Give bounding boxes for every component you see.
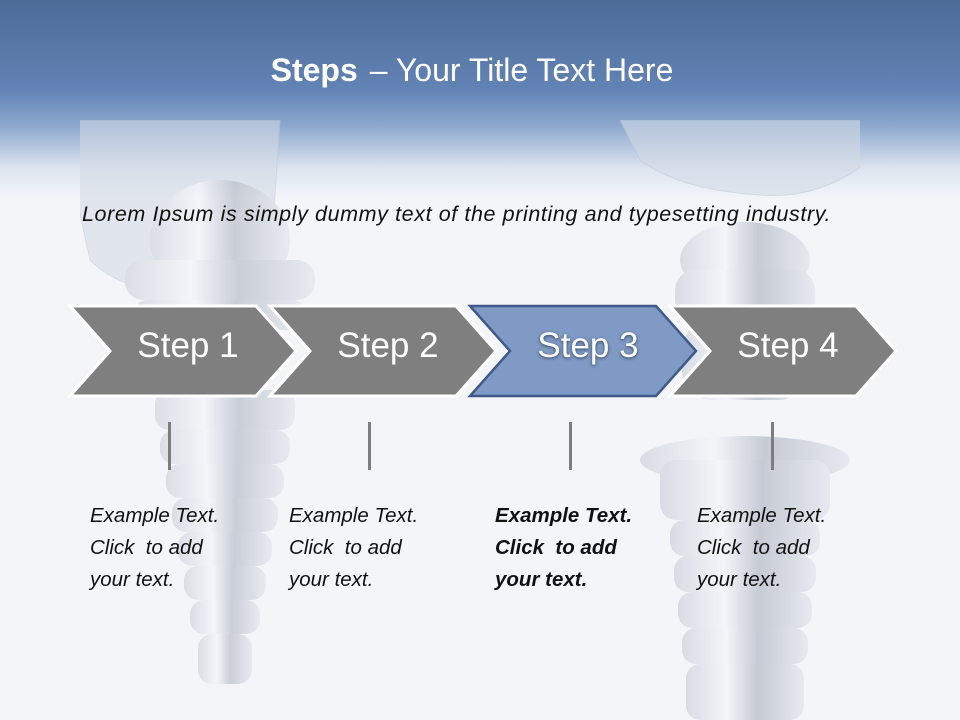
chevron-step-2[interactable] [266, 304, 499, 398]
step-2-line-3: your text. [289, 568, 374, 591]
step-4-line-1: Example Text. [697, 504, 827, 527]
step-3-connector [569, 422, 572, 470]
intro-text[interactable]: Lorem Ipsum is simply dummy text of the … [82, 202, 832, 226]
step-3-line-3: your text. [495, 568, 588, 591]
step-1-text[interactable]: Example Text. Click to add your text. [90, 500, 260, 596]
chevron-step-1[interactable] [66, 304, 299, 398]
title-rest: – Your Title Text Here [369, 52, 674, 88]
step-3-line-2: Click to add [495, 536, 617, 559]
title-bold: Steps [270, 52, 358, 88]
slide-title[interactable]: Steps – Your Title Text Here [0, 52, 944, 89]
step-2-text[interactable]: Example Text. Click to add your text. [289, 500, 459, 596]
step-2-connector [368, 422, 371, 470]
step-1-line-3: your text. [90, 568, 175, 591]
step-1-line-1: Example Text. [90, 504, 220, 527]
step-1-line-2: Click to add [90, 536, 203, 559]
step-2-label: Step 2 [337, 326, 439, 365]
step-2-line-1: Example Text. [289, 504, 419, 527]
step-4-line-2: Click to add [697, 536, 810, 559]
step-4-text[interactable]: Example Text. Click to add your text. [697, 500, 867, 596]
step-2-line-2: Click to add [289, 536, 402, 559]
step-4-label: Step 4 [737, 326, 839, 365]
step-1-label: Step 1 [137, 326, 239, 365]
step-4-connector [771, 422, 774, 470]
chevron-step-4[interactable] [666, 304, 899, 398]
step-3-line-1: Example Text. [495, 504, 633, 527]
step-3-text[interactable]: Example Text. Click to add your text. [495, 500, 665, 596]
chevron-step-3[interactable] [467, 304, 698, 398]
step-1-connector [168, 422, 171, 470]
step-4-line-3: your text. [697, 568, 782, 591]
step-3-label: Step 3 [537, 326, 639, 365]
